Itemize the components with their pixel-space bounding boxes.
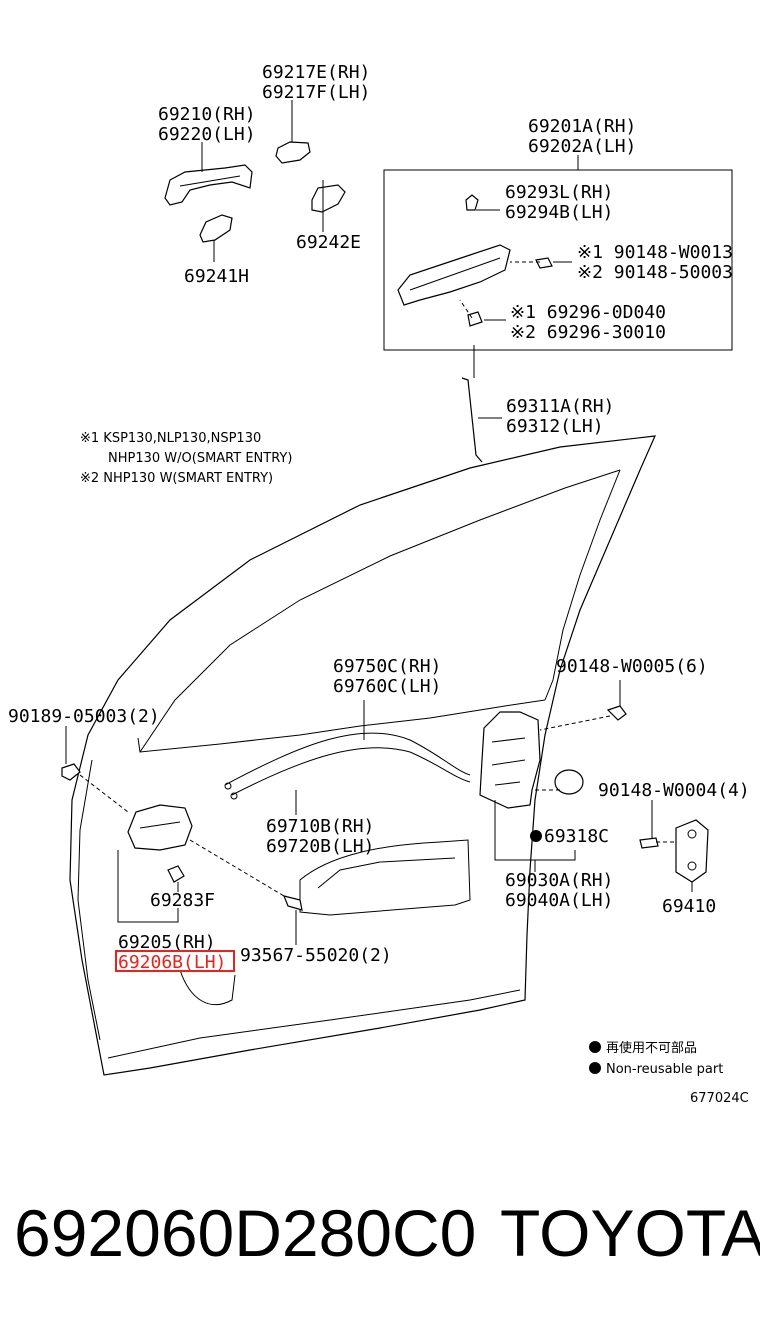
cover-69283f xyxy=(167,865,185,883)
label-69040a: 69040A(LH) xyxy=(505,890,613,911)
legend-en: Non-reusable part xyxy=(606,1062,723,1077)
frame-screw xyxy=(535,257,553,269)
handle-pad-69241h xyxy=(199,214,233,243)
legend-bullet-en xyxy=(589,1062,601,1074)
label-69206b-highlighted: 69206B(LH) xyxy=(118,952,226,973)
label-69296-0d040: ※1 69296-0D040 xyxy=(510,302,666,323)
grommet-69318c xyxy=(554,769,584,795)
frame-clip xyxy=(465,194,479,211)
screw-93567 xyxy=(283,895,303,911)
door-outline xyxy=(69,435,656,1076)
label-93567: 93567-55020(2) xyxy=(240,945,392,966)
label-69410: 69410 xyxy=(662,896,716,917)
label-90148-50003: ※2 90148-50003 xyxy=(577,262,733,283)
label-69242e: 69242E xyxy=(296,232,361,253)
label-69710b: 69710B(RH) xyxy=(266,816,374,837)
parts-diagram: 69217E(RH) 69217F(LH) 69210(RH) 69220(LH… xyxy=(8,62,750,1106)
label-69217f: 69217F(LH) xyxy=(262,82,370,103)
label-69220: 69220(LH) xyxy=(158,124,256,145)
diagram-code: 677024C xyxy=(690,1091,749,1106)
label-69294b: 69294B(LH) xyxy=(505,202,613,223)
label-69311a: 69311A(RH) xyxy=(506,396,614,417)
frame-cap xyxy=(467,311,483,327)
note-1b: NHP130 W/O(SMART ENTRY) xyxy=(108,451,292,466)
part-number: 692060D280C0 xyxy=(14,1196,477,1270)
label-69312: 69312(LH) xyxy=(506,416,604,437)
label-69241h: 69241H xyxy=(184,266,249,287)
door-rod xyxy=(461,377,483,463)
label-69205: 69205(RH) xyxy=(118,932,216,953)
label-69210: 69210(RH) xyxy=(158,104,256,125)
leader-lines xyxy=(65,100,693,945)
legend-bullet-jp xyxy=(589,1041,601,1053)
clip-90189 xyxy=(61,763,81,781)
handle-pad-69242e xyxy=(311,184,346,213)
label-69202a: 69202A(LH) xyxy=(528,136,636,157)
frame-box xyxy=(383,169,733,351)
note-2: ※2 NHP130 W(SMART ENTRY) xyxy=(80,471,273,486)
label-69217e: 69217E(RH) xyxy=(262,62,370,83)
label-69318c: 69318C xyxy=(544,826,609,847)
handle-frame xyxy=(397,244,511,306)
label-69296-30010: ※2 69296-30010 xyxy=(510,322,666,343)
label-90189: 90189-05003(2) xyxy=(8,706,160,727)
label-69750c: 69750C(RH) xyxy=(333,656,441,677)
brand-name: TOYOTA xyxy=(500,1196,760,1270)
non-reusable-marker xyxy=(530,830,542,842)
door-lock-assembly xyxy=(479,711,541,809)
legend-jp: 再使用不可部品 xyxy=(606,1040,697,1056)
label-69293l: 69293L(RH) xyxy=(505,182,613,203)
lock-cables xyxy=(224,732,471,800)
lock-screw xyxy=(606,705,627,721)
note-1: ※1 KSP130,NLP130,NSP130 xyxy=(80,431,261,446)
label-69283f: 69283F xyxy=(150,890,215,911)
label-90148-w0013: ※1 90148-W0013 xyxy=(577,242,733,263)
label-69201a: 69201A(RH) xyxy=(528,116,636,137)
outside-handle xyxy=(164,164,253,206)
label-90148-w0005: 90148-W0005(6) xyxy=(556,656,708,677)
door-striker xyxy=(675,819,709,883)
inside-handle xyxy=(127,804,193,851)
label-69760c: 69760C(LH) xyxy=(333,676,441,697)
footer: 692060D280C0 TOYOTA xyxy=(0,1195,760,1275)
label-90148-w0004: 90148-W0004(4) xyxy=(598,780,750,801)
handle-cap xyxy=(275,141,311,164)
highlight-box xyxy=(115,950,235,972)
label-69030a: 69030A(RH) xyxy=(505,870,613,891)
striker-screw xyxy=(639,837,659,849)
label-69720b: 69720B(LH) xyxy=(266,836,374,857)
